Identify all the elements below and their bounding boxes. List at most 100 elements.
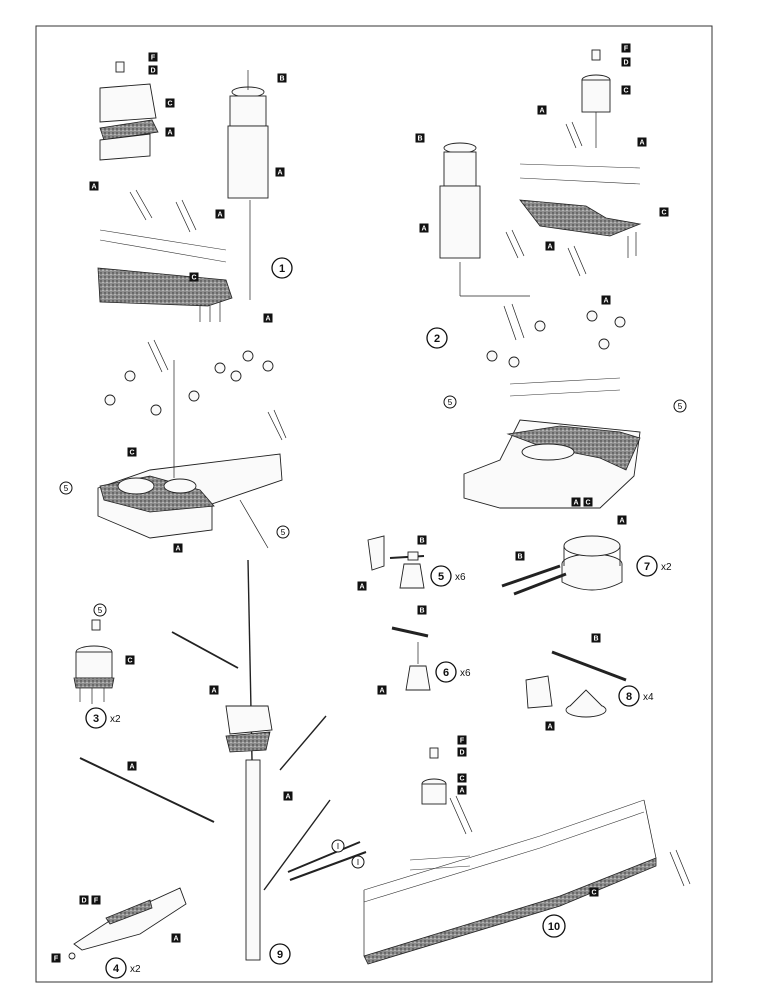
svg-text:D: D — [81, 898, 86, 905]
callout-a: A — [215, 209, 225, 219]
callout-f: F — [621, 43, 631, 53]
svg-text:C: C — [661, 210, 666, 217]
svg-text:D: D — [150, 68, 155, 75]
callout-a: A — [545, 241, 555, 251]
callout-a: A — [283, 791, 293, 801]
callout-d: D — [621, 57, 631, 67]
callout-c: C — [583, 497, 593, 507]
step-quantity: x2 — [110, 714, 121, 725]
step-8-badge: 8 x4 — [618, 685, 654, 707]
svg-text:B: B — [279, 76, 284, 83]
svg-text:5: 5 — [448, 398, 453, 407]
svg-text:A: A — [639, 140, 644, 147]
callout-a: A — [571, 497, 581, 507]
step-1-badge: 1 — [271, 257, 293, 279]
svg-text:A: A — [539, 108, 544, 115]
callout-a: A — [263, 313, 273, 323]
sub-step-ref: 5 — [93, 603, 107, 617]
svg-text:A: A — [359, 584, 364, 591]
step-quantity: x6 — [460, 668, 471, 679]
svg-text:F: F — [624, 46, 629, 53]
step-number: 4 — [113, 963, 120, 975]
step-9-assembly — [79, 559, 367, 961]
svg-text:A: A — [167, 130, 172, 137]
callout-a: A — [89, 181, 99, 191]
svg-text:5: 5 — [98, 606, 103, 615]
step-quantity: x2 — [130, 964, 141, 975]
callout-b: B — [277, 73, 287, 83]
svg-text:B: B — [593, 636, 598, 643]
callout-c: C — [165, 98, 175, 108]
callout-a: A — [457, 785, 467, 795]
step-number: 6 — [443, 667, 449, 679]
step-8-assembly — [525, 650, 627, 718]
step-10-assembly — [363, 747, 691, 965]
callout-a: A — [537, 105, 547, 115]
callout-a: A — [377, 685, 387, 695]
callout-b: B — [591, 633, 601, 643]
svg-text:C: C — [129, 450, 134, 457]
callout-a: A — [617, 515, 627, 525]
callout-a: A — [357, 581, 367, 591]
svg-text:A: A — [173, 936, 178, 943]
callout-c: C — [125, 655, 135, 665]
svg-text:A: A — [603, 298, 608, 305]
callout-f: F — [457, 735, 467, 745]
step-number: 7 — [644, 561, 650, 573]
svg-text:C: C — [167, 101, 172, 108]
svg-text:I: I — [337, 842, 339, 851]
svg-text:B: B — [419, 538, 424, 545]
step-quantity: x4 — [643, 692, 654, 703]
callout-d: D — [79, 895, 89, 905]
svg-text:A: A — [379, 688, 384, 695]
step-quantity: x6 — [455, 572, 466, 583]
callout-i: I — [331, 839, 345, 853]
callout-i: I — [351, 855, 365, 869]
callout-a: A — [601, 295, 611, 305]
step-9-badge: 9 — [269, 943, 291, 965]
callout-c: C — [659, 207, 669, 217]
svg-text:F: F — [151, 55, 156, 62]
callout-b: B — [515, 551, 525, 561]
step-4-badge: 4 x2 — [105, 957, 141, 979]
svg-text:A: A — [277, 170, 282, 177]
callout-d: D — [457, 747, 467, 757]
callout-c: C — [127, 447, 137, 457]
step-number: 1 — [279, 263, 285, 275]
sub-step-ref: 5 — [59, 481, 73, 495]
svg-text:A: A — [421, 226, 426, 233]
step-quantity: x2 — [661, 562, 672, 573]
step-5-badge: 5 x6 — [430, 565, 466, 587]
callout-f: F — [91, 895, 101, 905]
sub-step-ref: 5 — [673, 399, 687, 413]
svg-text:A: A — [619, 518, 624, 525]
callout-f: F — [148, 52, 158, 62]
callout-b: B — [415, 133, 425, 143]
svg-text:5: 5 — [678, 402, 683, 411]
callout-a: A — [419, 223, 429, 233]
svg-text:F: F — [94, 898, 99, 905]
step-7-assembly — [501, 535, 623, 596]
svg-text:B: B — [517, 554, 522, 561]
step-1-assembly — [97, 61, 287, 549]
svg-text:A: A — [217, 212, 222, 219]
step-3-assembly — [73, 619, 115, 704]
svg-text:C: C — [459, 776, 464, 783]
svg-text:A: A — [91, 184, 96, 191]
svg-text:C: C — [585, 500, 590, 507]
svg-text:5: 5 — [281, 528, 286, 537]
sub-step-ref: 5 — [276, 525, 290, 539]
svg-text:A: A — [547, 724, 552, 731]
svg-text:C: C — [591, 890, 596, 897]
callout-b: B — [417, 605, 427, 615]
step-2-badge: 2 — [426, 327, 448, 349]
step-7-badge: 7 x2 — [636, 555, 672, 577]
step-10-badge: 10 — [542, 914, 566, 938]
svg-text:A: A — [265, 316, 270, 323]
step-6-badge: 6 x6 — [435, 661, 471, 683]
svg-text:C: C — [191, 275, 196, 282]
svg-text:A: A — [285, 794, 290, 801]
svg-text:A: A — [175, 546, 180, 553]
